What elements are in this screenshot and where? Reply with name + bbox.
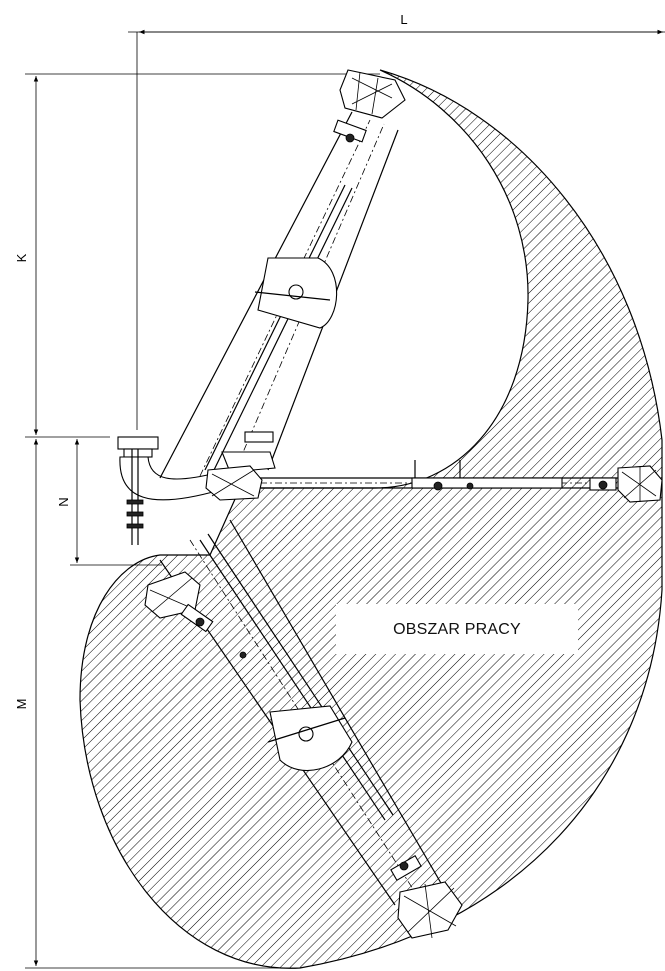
work-area-label: OBSZAR PRACY (393, 621, 521, 638)
arm-upper-position (159, 69, 406, 479)
base-mount (117, 436, 233, 545)
work-area-hatch (79, 69, 663, 969)
dimension-m-label: M (14, 699, 29, 710)
work-area-label-box: OBSZAR PRACY (336, 604, 578, 654)
dimension-lines: L K N M (14, 12, 665, 969)
arm-lower-position (144, 519, 463, 939)
dimension-n-label: N (56, 497, 71, 506)
dimension-l-label: L (400, 12, 407, 27)
arm-horizontal-position (205, 460, 663, 503)
dimension-k-label: K (14, 253, 29, 262)
